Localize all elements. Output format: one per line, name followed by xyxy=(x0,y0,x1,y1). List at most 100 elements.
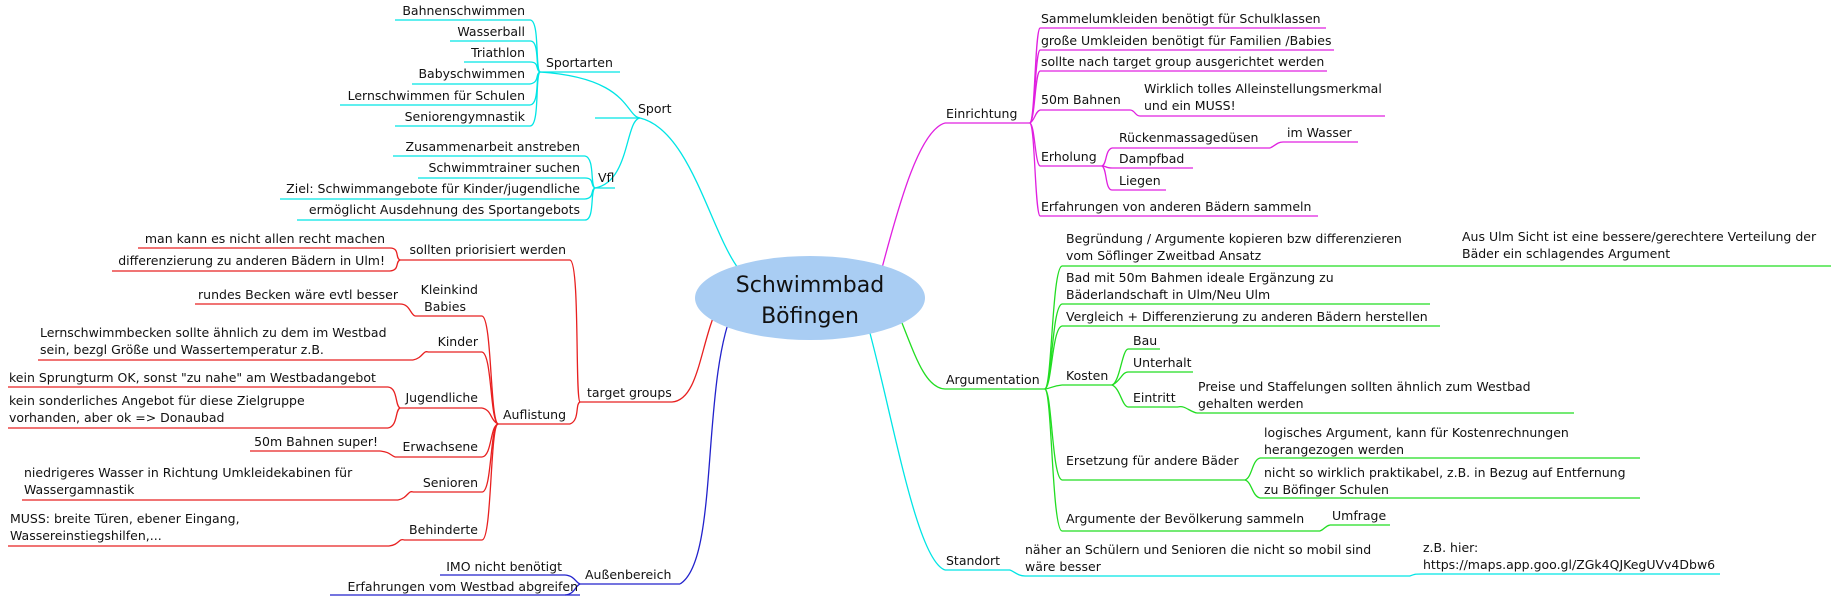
node-argumentation: Argumentation xyxy=(946,372,1040,387)
node-differenzierung-ulm: differenzierung zu anderen Bädern in Ulm… xyxy=(118,253,385,268)
node-begruendung-line1: Begründung / Argumente kopieren bzw diff… xyxy=(1066,231,1402,246)
node-priorisiert: sollten priorisiert werden xyxy=(410,242,566,257)
node-grosse-umkleiden: große Umkleiden benötigt für Familien /B… xyxy=(1041,33,1331,48)
node-vergleich: Vergleich + Differenzierung zu anderen B… xyxy=(1066,309,1428,324)
node-unterhalt: Unterhalt xyxy=(1133,355,1192,370)
node-alleinstellung-line1: Wirklich tolles Alleinstellungsmerkmal xyxy=(1144,81,1382,96)
node-ziel-schwimmangebote: Ziel: Schwimmangebote für Kinder/jugendl… xyxy=(286,181,580,196)
node-naeher-schuelern-line2: wäre besser xyxy=(1025,559,1102,574)
node-lernschwimmbecken-line2: sein, bezgl Größe und Wassertemperatur z… xyxy=(40,342,324,357)
node-50m-bahnen: 50m Bahnen xyxy=(1041,92,1121,107)
node-kosten: Kosten xyxy=(1066,368,1108,383)
node-kleinkind-line2: Babies xyxy=(424,299,466,314)
node-standort: Standort xyxy=(946,553,1000,568)
node-target-groups: target groups xyxy=(587,385,672,400)
node-rundes-becken: rundes Becken wäre evtl besser xyxy=(198,287,399,302)
labels-sport: Sport Sportarten Vfl Bahnenschwimmen Was… xyxy=(286,3,671,217)
node-sport: Sport xyxy=(638,101,672,116)
branch-standort xyxy=(864,314,1720,577)
node-nicht-praktikabel-line2: zu Böfinger Schulen xyxy=(1264,482,1389,497)
labels-standort: Standort näher an Schülern und Senioren … xyxy=(946,540,1715,574)
node-naeher-schuelern-line1: näher an Schülern und Senioren die nicht… xyxy=(1025,542,1371,557)
node-babyschwimmen: Babyschwimmen xyxy=(418,66,525,81)
node-ulm-sicht-line2: Bäder ein schlagendes Argument xyxy=(1462,246,1670,261)
node-jugendliche: Jugendliche xyxy=(404,390,478,405)
labels-target-groups: target groups sollten priorisiert werden… xyxy=(9,231,672,543)
node-eintritt: Eintritt xyxy=(1133,390,1176,405)
node-erfahrungen-baeder: Erfahrungen von anderen Bädern sammeln xyxy=(1041,199,1311,214)
node-aussenbereich: Außenbereich xyxy=(585,567,671,582)
node-seniorengymnastik: Seniorengymnastik xyxy=(405,109,526,124)
node-lernschwimmen: Lernschwimmen für Schulen xyxy=(348,88,525,103)
node-bad-50m-line2: Bäderlandschaft in Ulm/Neu Ulm xyxy=(1066,287,1270,302)
node-nicht-praktikabel-line1: nicht so wirklich praktikabel, z.B. in B… xyxy=(1264,465,1626,480)
node-behinderte: Behinderte xyxy=(409,522,478,537)
node-imo: IMO nicht benötigt xyxy=(446,559,562,574)
node-niedrigeres-wasser-line2: Wassergamnastik xyxy=(24,482,135,497)
node-ausdehnung: ermöglicht Ausdehnung des Sportangebots xyxy=(309,202,580,217)
node-bahnenschwimmen: Bahnenschwimmen xyxy=(402,3,525,18)
node-triathlon: Triathlon xyxy=(470,45,525,60)
node-maps-link: https://maps.app.goo.gl/ZGk4QJKegUVv4Dbw… xyxy=(1423,557,1715,572)
center-title-line2: Böfingen xyxy=(761,304,859,329)
node-muss-line2: Wassereinstiegshilfen,... xyxy=(10,528,162,543)
node-lernschwimmbecken-line1: Lernschwimmbecken sollte ähnlich zu dem … xyxy=(40,325,387,340)
node-alleinstellung-line2: und ein MUSS! xyxy=(1144,98,1236,113)
center-title-line1: Schwimmbad xyxy=(736,273,884,298)
node-zusammenarbeit: Zusammenarbeit anstreben xyxy=(406,139,581,154)
edge-center-einrichtung xyxy=(881,122,946,269)
node-bad-50m-line1: Bad mit 50m Bahmen ideale Ergänzung zu xyxy=(1066,270,1334,285)
node-target-group-ausgerichtet: sollte nach target group ausgerichtet we… xyxy=(1041,54,1324,69)
center-node: Schwimmbad Böfingen xyxy=(695,256,925,340)
node-logisches-argument-line2: herangezogen werden xyxy=(1264,442,1404,457)
node-umfrage: Umfrage xyxy=(1332,508,1386,523)
edge-center-argumentation xyxy=(899,317,946,390)
node-kinder: Kinder xyxy=(438,334,479,349)
edge-center-sport xyxy=(639,117,739,269)
node-dampfbad: Dampfbad xyxy=(1119,151,1184,166)
node-vfl: Vfl xyxy=(598,170,614,185)
node-auflistung: Auflistung xyxy=(503,407,566,422)
node-nicht-allen-recht: man kann es nicht allen recht machen xyxy=(145,231,385,246)
node-ulm-sicht-line1: Aus Ulm Sicht ist eine bessere/gerechter… xyxy=(1462,229,1817,244)
node-preise-line2: gehalten werden xyxy=(1198,396,1304,411)
node-begruendung-line2: vom Söflinger Zweitbad Ansatz xyxy=(1066,248,1262,263)
node-erfahrungen-westbad: Erfahrungen vom Westbad abgreifen xyxy=(347,579,578,594)
branch-target-groups xyxy=(8,247,721,547)
node-niedrigeres-wasser-line1: niedrigeres Wasser in Richtung Umkleidek… xyxy=(24,465,353,480)
center-ellipse xyxy=(695,256,925,340)
edge-sport-vfl xyxy=(594,117,641,189)
labels-argumentation: Argumentation Begründung / Argumente kop… xyxy=(946,229,1817,526)
labels-einrichtung: Einrichtung Sammelumkleiden benötigt für… xyxy=(946,11,1382,214)
node-ersetzung: Ersetzung für andere Bäder xyxy=(1066,453,1239,468)
node-kleinkind-line1: Kleinkind xyxy=(421,282,478,297)
node-50m-super: 50m Bahnen super! xyxy=(254,434,378,449)
branch-einrichtung xyxy=(881,27,1385,269)
node-im-wasser: im Wasser xyxy=(1287,125,1353,140)
edge-center-standort xyxy=(864,314,946,571)
branch-sport xyxy=(280,19,739,269)
node-schwimmtrainer: Schwimmtrainer suchen xyxy=(428,160,580,175)
branch-aussenbereich xyxy=(330,304,736,596)
node-preise-line1: Preise und Staffelungen sollten ähnlich … xyxy=(1198,379,1531,394)
node-sportarten: Sportarten xyxy=(546,55,613,70)
node-liegen: Liegen xyxy=(1119,173,1161,188)
node-zb-hier: z.B. hier: xyxy=(1423,540,1478,555)
node-sammelumkleiden: Sammelumkleiden benötigt für Schulklasse… xyxy=(1041,11,1321,26)
node-bevoelkerung: Argumente der Bevölkerung sammeln xyxy=(1066,511,1304,526)
labels-aussenbereich: Außenbereich IMO nicht benötigt Erfahrun… xyxy=(347,559,671,594)
branch-argumentation xyxy=(899,265,1831,532)
node-logisches-argument-line1: logisches Argument, kann für Kostenrechn… xyxy=(1264,425,1569,440)
node-erholung: Erholung xyxy=(1041,149,1097,164)
node-rueckenmassage: Rückenmassagedüsen xyxy=(1119,130,1258,145)
node-wasserball: Wasserball xyxy=(457,24,525,39)
node-erwachsene: Erwachsene xyxy=(402,439,478,454)
node-bau: Bau xyxy=(1133,333,1157,348)
edge-center-aussen xyxy=(679,304,736,585)
edge-sport-sportarten xyxy=(539,71,641,119)
node-kein-angebot-line2: vorhanden, aber ok => Donaubad xyxy=(9,410,224,425)
node-kein-angebot-line1: kein sonderliches Angebot für diese Ziel… xyxy=(9,393,305,408)
node-senioren: Senioren xyxy=(423,475,478,490)
node-muss-line1: MUSS: breite Türen, ebener Eingang, xyxy=(10,511,240,526)
